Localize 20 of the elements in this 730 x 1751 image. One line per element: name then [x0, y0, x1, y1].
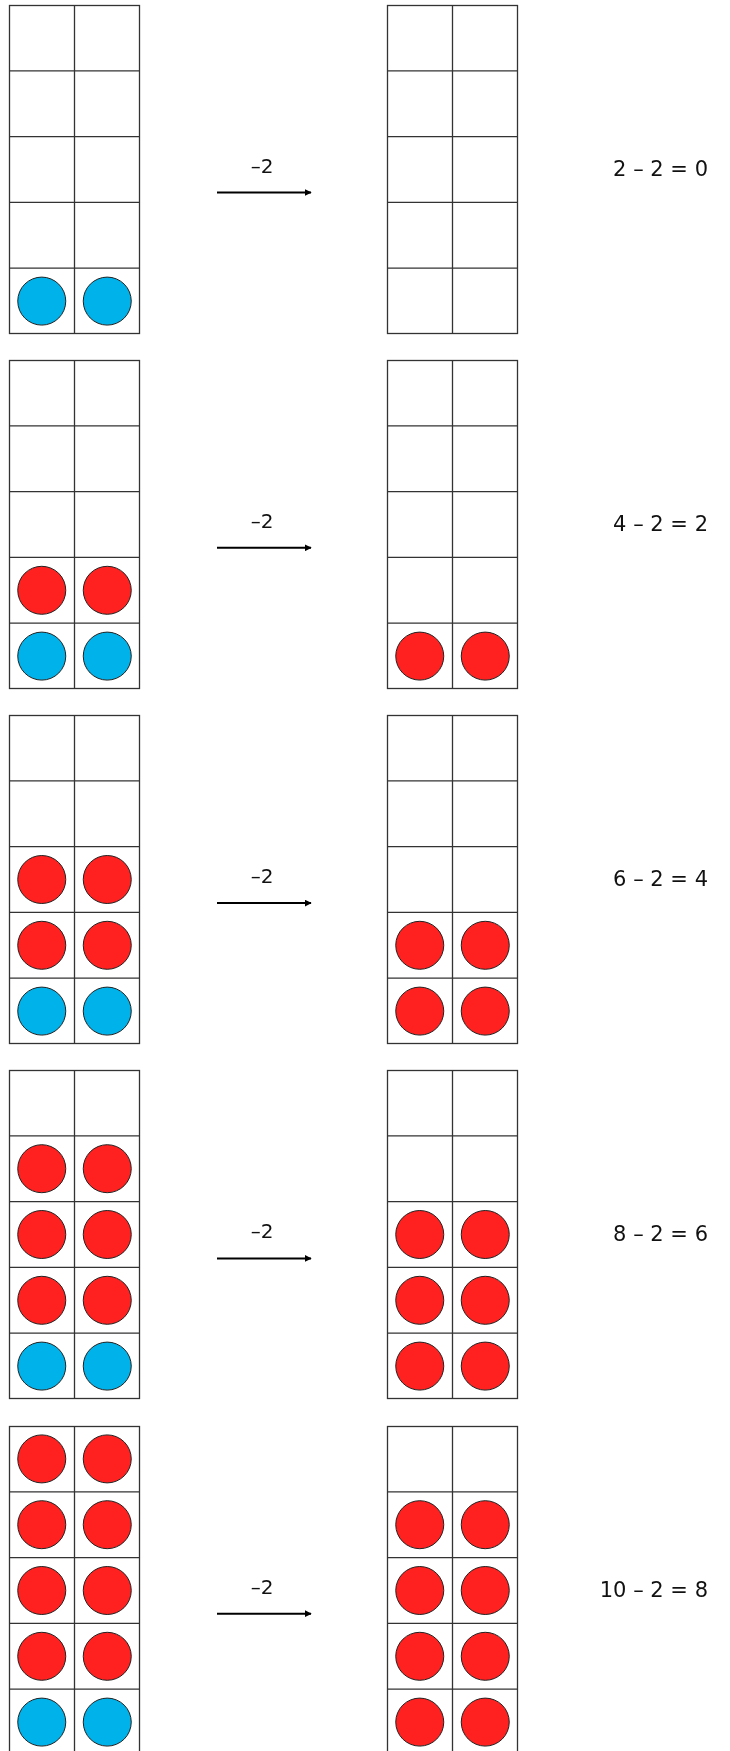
ten-frame: [387, 1070, 518, 1400]
arrow: [216, 1254, 312, 1262]
ten-frame: [9, 4, 140, 334]
arrow: [216, 899, 312, 907]
ten-frame: [387, 4, 518, 334]
equation: 6 – 2 = 4: [613, 867, 708, 892]
equation: 8 – 2 = 6: [613, 1222, 708, 1247]
ten-frame: [9, 1070, 140, 1400]
ten-frame: [9, 1425, 140, 1751]
ten-frame: [387, 1425, 518, 1751]
ten-frame: [387, 359, 518, 689]
ten-frame: [9, 715, 140, 1045]
arrow: [216, 189, 312, 196]
arrow: [216, 1610, 312, 1618]
equation: 10 – 2 = 8: [599, 1577, 708, 1602]
arrow: [216, 544, 312, 552]
ten-frame: [387, 715, 518, 1045]
equation: 4 – 2 = 2: [613, 511, 708, 536]
ten-frame: [9, 359, 140, 689]
equation: 2 – 2 = 0: [613, 156, 708, 181]
